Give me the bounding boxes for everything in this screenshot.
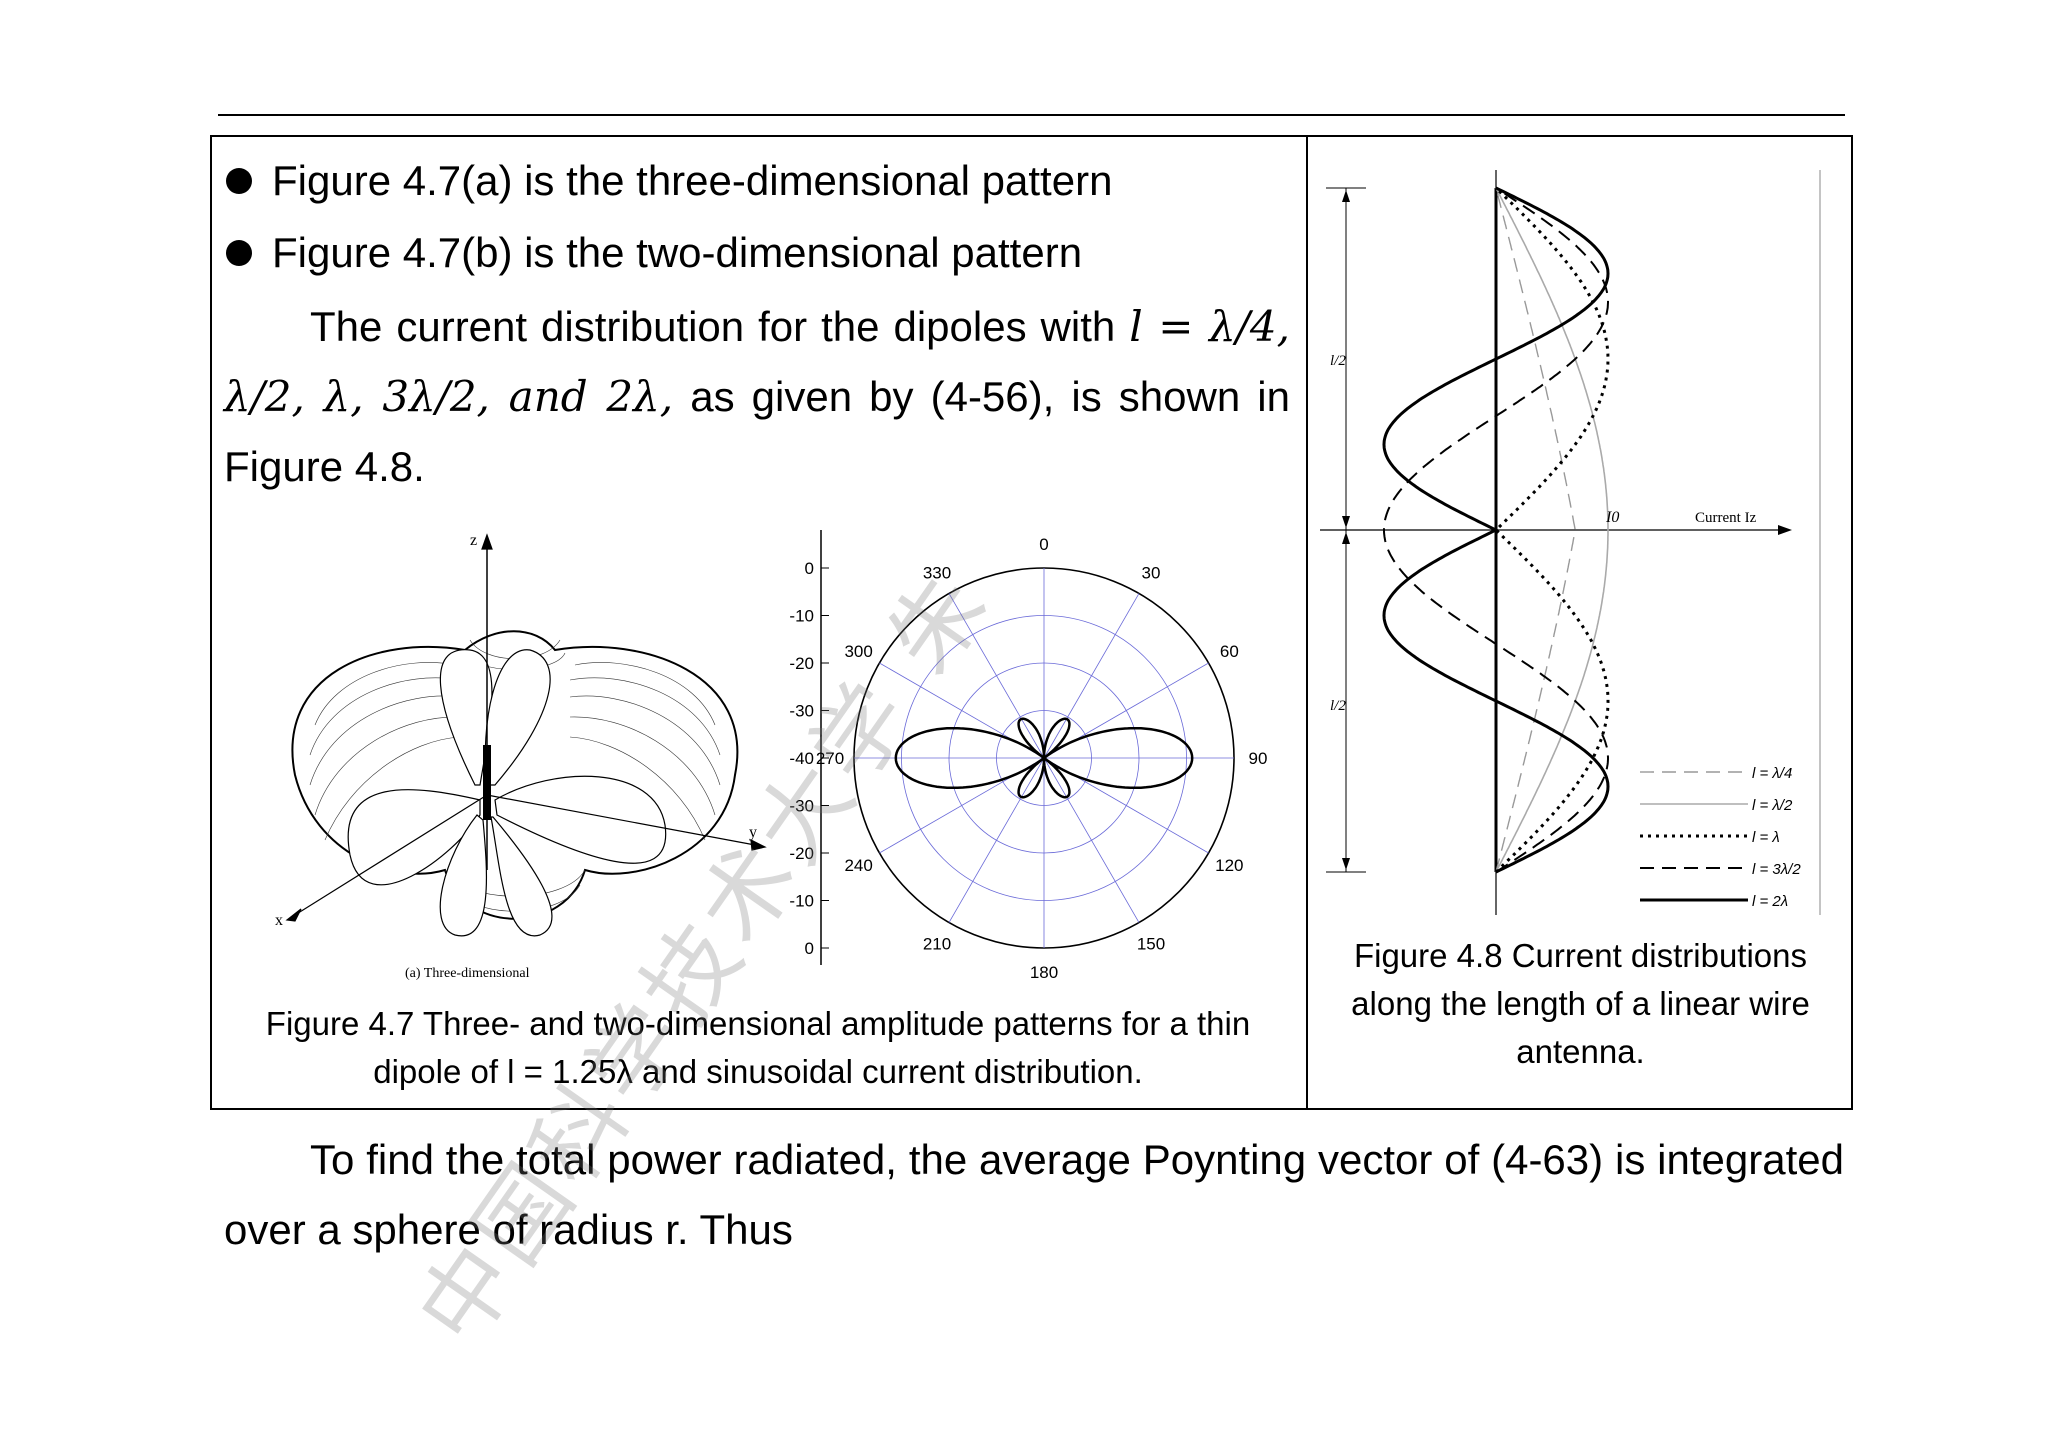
body-text: To find the total power radiated, the av… — [224, 1136, 1844, 1253]
current-distribution-curve — [1383, 187, 1609, 873]
radial-tick-label: 0 — [805, 939, 814, 958]
bullet-text: Figure 4.7(a) is the three-dimensional p… — [272, 157, 1113, 204]
current-distribution-curve — [1382, 186, 1610, 874]
polar-angle-label: 210 — [923, 934, 951, 953]
polar-grid-spoke — [948, 757, 1045, 923]
radial-tick-label: -40 — [789, 749, 814, 768]
figure-4-7-caption: Figure 4.7 Three- and two-dimensional am… — [212, 1000, 1304, 1096]
caption-line: along the length of a linear wire — [1351, 985, 1810, 1022]
polar-angle-label: 90 — [1249, 749, 1268, 768]
paragraph-total-power: To find the total power radiated, the av… — [224, 1125, 1844, 1265]
polar-grid-spoke — [1043, 757, 1140, 923]
polar-angle-label: 180 — [1030, 963, 1058, 982]
header-rule — [218, 114, 1845, 116]
current-distribution-curve — [1495, 187, 1609, 873]
figure-4-8-current-distributions: l/2 l/2 I0 Current Iz l = λ/4 l = λ/2 l = … — [1320, 170, 1821, 915]
polar-angle-label: 60 — [1220, 642, 1239, 661]
polar-grid-spoke — [1043, 593, 1140, 759]
caption-line: dipole of l = 1.25λ and sinusoidal curre… — [373, 1053, 1143, 1090]
polar-angle-label: 330 — [923, 564, 951, 583]
radial-tick-label: -20 — [789, 844, 814, 863]
bullet-dot-icon — [226, 168, 252, 194]
current-axis-label: Current Iz — [1695, 510, 1757, 526]
bullet-item-1: Figure 4.7(a) is the three-dimensional p… — [226, 156, 1112, 206]
polar-angle-label: 150 — [1137, 934, 1165, 953]
polar-angle-label: 30 — [1142, 564, 1161, 583]
figure-table-frame — [210, 135, 1853, 1110]
para-tail: as given by (4-56), is shown in Figure 4… — [224, 373, 1290, 490]
caption-line: Figure 4.8 Current distributions — [1353, 937, 1808, 974]
legend-label: l = λ/4 — [1752, 765, 1792, 782]
axis-x-label: x — [275, 912, 283, 929]
legend-label: l = 3λ/2 — [1752, 861, 1801, 878]
polar-angle-label: 240 — [844, 856, 872, 875]
axis-z-label: z — [470, 532, 477, 549]
radial-tick-label: -20 — [789, 654, 814, 673]
half-length-bottom-label: l/2 — [1330, 698, 1346, 714]
figure-4-8-caption: Figure 4.8 Current distributions along t… — [1308, 932, 1853, 1076]
polar-grid-spoke — [948, 593, 1045, 759]
para-lead: The current distribution for the dipoles… — [310, 303, 1116, 350]
radiation-pattern-curve — [894, 717, 1194, 799]
bullet-item-2: Figure 4.7(b) is the two-dimensional pat… — [226, 228, 1082, 278]
current-distribution-curve — [1495, 187, 1576, 873]
radial-tick-label: -10 — [789, 607, 814, 626]
axis-y-label: y — [749, 824, 757, 841]
caption-line: Figure 4.7 Three- and two-dimensional am… — [265, 1005, 1251, 1042]
polar-angle-label: 0 — [1039, 535, 1048, 554]
bullet-text: Figure 4.7(b) is the two-dimensional pat… — [272, 229, 1083, 276]
legend-label: l = λ/2 — [1752, 797, 1793, 814]
legend-label: l = λ — [1752, 829, 1780, 846]
table-column-divider — [1306, 135, 1308, 1110]
peak-current-label: I0 — [1605, 509, 1619, 526]
legend-label: l = 2λ — [1752, 893, 1788, 910]
half-length-top-label: l/2 — [1330, 353, 1346, 369]
radial-tick-label: -30 — [789, 797, 814, 816]
paragraph-current-distribution: The current distribution for the dipoles… — [224, 292, 1290, 502]
figure-4-7a-3d-pattern: z y x (a) Three-dimensional — [275, 532, 767, 981]
radial-tick-label: -30 — [789, 702, 814, 721]
radial-tick-label: -10 — [789, 892, 814, 911]
figure-4-7b-polar-pattern: 0 -10 -20 -30 -40 -30 -20 -10 0 0 30 60 90 120 150 180… — [789, 530, 1268, 982]
polar-angle-label: 300 — [844, 642, 872, 661]
caption-line: antenna. — [1516, 1033, 1645, 1070]
polar-angle-label: 270 — [816, 749, 844, 768]
sub-figure-a-label: (a) Three-dimensional — [405, 966, 530, 981]
para-math: l = λ/4, λ/2, λ, 3λ/2, and 2λ, — [224, 302, 1290, 421]
radial-tick-label: 0 — [805, 559, 814, 578]
bullet-dot-icon — [226, 240, 252, 266]
polar-angle-label: 120 — [1215, 856, 1243, 875]
